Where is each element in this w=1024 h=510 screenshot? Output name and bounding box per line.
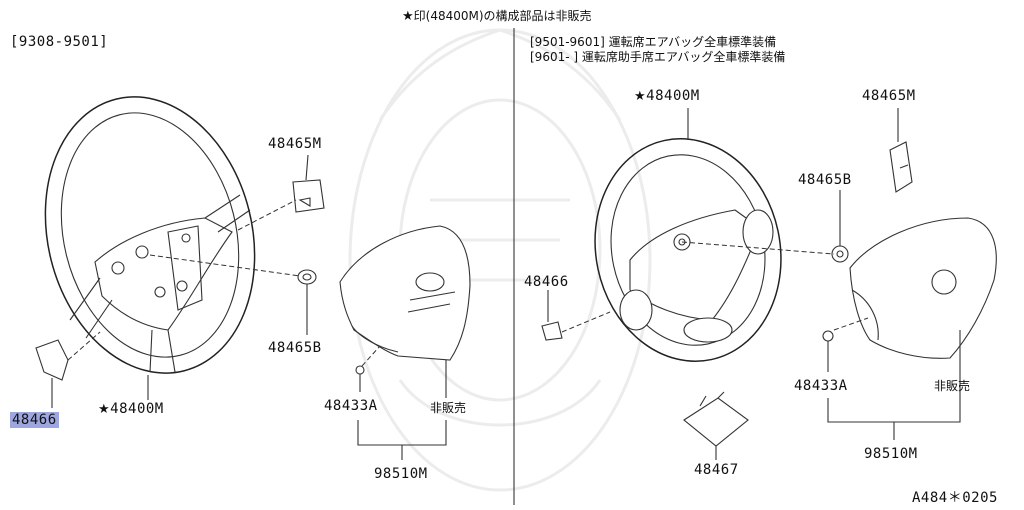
right-part-48466: 48466: [524, 274, 569, 290]
left-part-48400M: 48400M: [98, 401, 164, 418]
star-icon: [98, 401, 110, 417]
right-steering-wheel: [594, 108, 782, 362]
star-icon: [634, 88, 646, 104]
right-bracket-48466: [541, 290, 563, 341]
right-part-48465M: 48465M: [862, 88, 916, 104]
left-part-48465M: 48465M: [268, 136, 322, 152]
left-bolt-48433A: [355, 365, 365, 392]
left-part-48465B: 48465B: [268, 340, 322, 356]
left-steering-wheel: [44, 96, 256, 374]
header-note-text: 印(48400M)の構成部品は非販売: [413, 9, 592, 23]
right-nut-48465B: [831, 190, 849, 263]
right-cover-48467: [683, 391, 749, 460]
left-part-48433A: 48433A: [324, 398, 378, 414]
left-part-48400M-text: 48400M: [110, 401, 164, 417]
left-horn-pad-48465M: [292, 154, 325, 213]
left-bracket-48466: [35, 339, 69, 408]
left-part-98510M: 98510M: [374, 466, 428, 482]
right-part-48400M-text: 48400M: [646, 88, 700, 104]
left-not-sold: 非販売: [430, 401, 467, 415]
left-period-label: [9308-9501]: [10, 34, 109, 50]
right-part-48467: 48467: [694, 462, 739, 478]
right-period-line2: [9601- ] 運転席助手席エアバッグ全車標準装備: [530, 50, 786, 64]
right-part-98510M: 98510M: [864, 446, 918, 462]
right-part-48433A: 48433A: [794, 378, 848, 394]
right-not-sold: 非販売: [934, 379, 971, 393]
right-part-48400M: 48400M: [634, 88, 700, 105]
left-airbag-module: [339, 225, 471, 361]
right-period-line1: [9501-9601] 運転席エアバッグ全車標準装備: [530, 35, 777, 49]
header-note: 印(48400M)の構成部品は非販売: [402, 8, 592, 25]
right-horn-pad-48465M: [889, 108, 913, 193]
star-icon: [402, 9, 414, 23]
right-part-48465B: 48465B: [798, 172, 852, 188]
right-bolt-48433A: [822, 330, 834, 372]
right-airbag-module: [849, 217, 997, 398]
watermark-emblem: [348, 28, 652, 492]
left-part-48466-highlight: 48466: [10, 412, 59, 428]
left-nut-48465B: [297, 269, 317, 335]
diagram-code: A484＊0205: [912, 490, 998, 506]
left-part-48466: 48466: [10, 412, 59, 428]
